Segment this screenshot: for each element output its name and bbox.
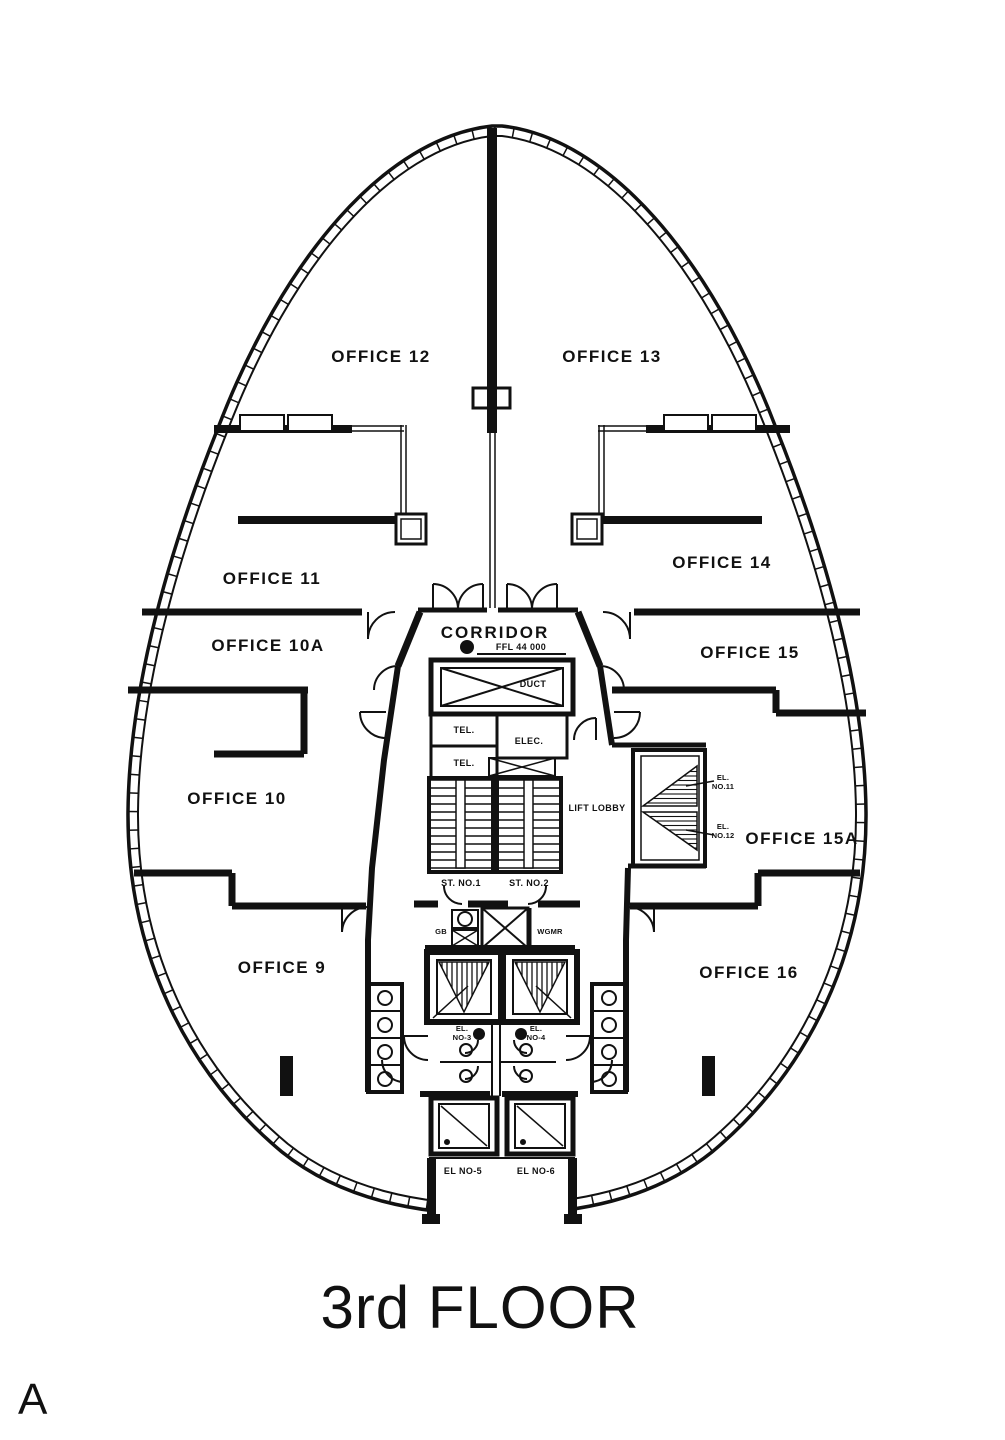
partitions-left [128,414,428,1096]
el-11-label-line1: EL. [717,773,729,782]
elevator-no-4 [500,949,580,1025]
office-16-label: OFFICE 16 [699,963,798,982]
shaft-wall-foot [564,1214,582,1224]
stair-no-2 [495,776,563,874]
elevator-no-6 [504,1095,576,1157]
service-row [425,906,575,951]
duct-room [428,657,576,717]
wgmr-label: WGMR [537,927,563,936]
shaft-mask [436,1150,569,1236]
service-core [365,607,715,1097]
window-box [239,414,285,432]
window-box [287,414,333,432]
stair-1-label: ST. NO.1 [441,878,481,888]
shaft-box-inner [576,518,598,540]
office-10a-label: OFFICE 10A [211,636,324,655]
gb-label: GB [435,927,447,936]
office-14-label: OFFICE 14 [672,553,771,572]
elevator-no-5 [428,1095,500,1157]
floor-title: 3rd FLOOR [320,1274,639,1341]
stair-2-label: ST. NO.2 [509,878,549,888]
office-11-label: OFFICE 11 [223,569,322,588]
lift-lobby-label: LIFT LOBBY [569,803,626,813]
tel-upper-label: TEL. [453,725,474,735]
el-4-label-line1: EL. [530,1024,542,1033]
ffl-label: FFL 44 000 [496,642,546,652]
el-3-label-line1: EL. [456,1024,468,1033]
leader-line [685,780,715,787]
bottom-shaft-block [422,1095,582,1224]
office-9-label: OFFICE 9 [238,958,327,977]
stair-no-1 [427,776,495,874]
labels: OFFICE 12 OFFICE 13 OFFICE 11 OFFICE 14 … [18,347,858,1424]
elec-label: ELEC. [515,736,544,746]
elevator-bank-11-12 [612,742,715,869]
elevator-no-3 [424,949,504,1025]
duct-label: DUCT [520,679,547,689]
lift-car-symbol [640,764,698,807]
office-13-label: OFFICE 13 [562,347,661,366]
column [702,1056,715,1096]
core-west-wall [365,665,401,1092]
tel-rooms [429,712,499,780]
el-3-label-line2: NO-3 [453,1033,472,1042]
el-12-label-line2: NO.12 [712,831,735,840]
door-swings [341,583,655,1083]
shaft-wall-foot [422,1214,440,1224]
door-knob-symbol [515,1028,527,1040]
el-5-label: EL NO-5 [444,1166,482,1176]
spine-heavy-wall [487,128,497,433]
toilets-east [590,982,628,1094]
chute-box [480,906,530,950]
el-11-label-line2: NO.11 [712,782,734,791]
shaft-wall [427,1158,436,1218]
el-6-label: EL NO-6 [517,1166,555,1176]
lift-car-symbol [640,811,698,852]
office-10-label: OFFICE 10 [187,789,286,808]
ffl-level-marker [460,640,474,654]
tel-lower-label: TEL. [453,758,474,768]
shaft-box-inner [400,518,422,540]
office-12-label: OFFICE 12 [331,347,430,366]
leader-line [685,829,715,836]
partitions-right [570,414,866,1096]
window-box [663,414,709,432]
office-15a-label: OFFICE 15A [745,829,858,848]
revision-letter: A [18,1375,48,1424]
el-4-label-line2: NO-4 [527,1033,546,1042]
spine-wall [471,128,512,608]
office-15-label: OFFICE 15 [700,643,799,662]
column [280,1056,293,1096]
window-box [711,414,757,432]
toilets-west [366,982,404,1094]
door-knob-symbol [473,1028,485,1040]
shaft-wall [568,1158,577,1218]
el-12-label-line1: EL. [717,822,729,831]
corridor-label: CORRIDOR [441,623,550,642]
